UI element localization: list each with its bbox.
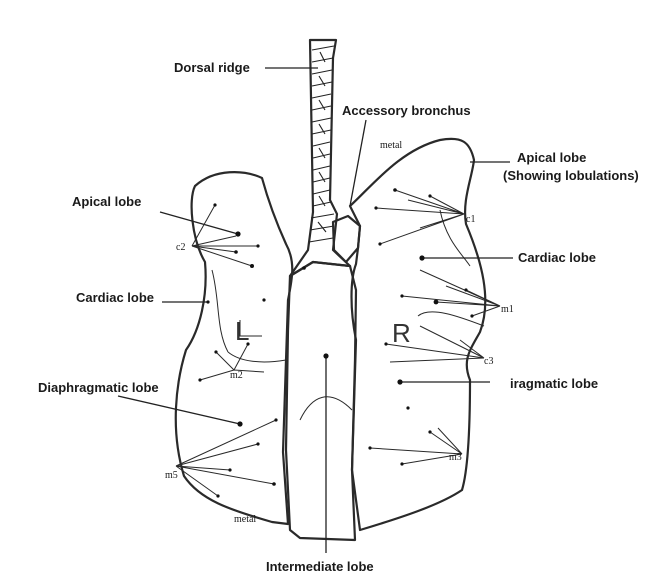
label-diaphragmatic-lobe-right: iragmatic lobe [510,376,598,391]
marker-m2: m2 [230,370,243,381]
trachea [290,40,350,276]
marker-m5: m5 [165,470,178,481]
label-apical-lobe-left: Apical lobe [72,194,141,209]
label-intermediate-lobe: Intermediate lobe [266,559,374,574]
intermediate-lobe-shape [286,262,356,540]
label-cardiac-lobe-left: Cardiac lobe [76,290,154,305]
marker-metal-bottom: metal [234,514,256,525]
label-apical-lobe-right-note: (Showing lobulations) [503,168,639,183]
left-lung [176,172,293,524]
marker-c1: c1 [466,214,475,225]
label-cardiac-lobe-right: Cardiac lobe [518,250,596,265]
marker-c2: c2 [176,242,185,253]
marker-metal-top: metal [380,140,402,151]
marker-m1: m1 [501,304,514,315]
label-accessory-bronchus: Accessory bronchus [342,103,471,118]
label-diaphragmatic-lobe-left: Diaphragmatic lobe [38,380,159,395]
label-apical-lobe-right: Apical lobe [517,150,586,165]
side-letter-right: R [392,318,411,348]
marker-c3: c3 [484,356,493,367]
side-letter-left: L [235,316,249,346]
marker-m3: m3 [449,452,462,463]
label-dorsal-ridge: Dorsal ridge [174,60,250,75]
